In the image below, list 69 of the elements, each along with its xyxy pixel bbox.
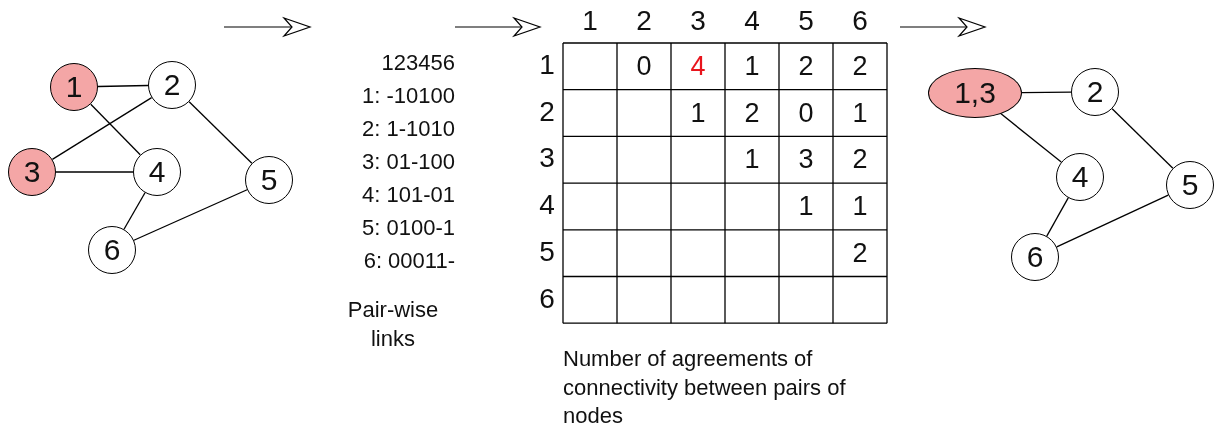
row-header: 4 [539, 191, 555, 220]
matrix-value: 1 [852, 99, 868, 127]
pairwise-link-row: 5: 0100-1 [362, 217, 455, 239]
graph-edge [1056, 194, 1169, 248]
graph-node-circle [88, 226, 136, 274]
graph-edge [133, 189, 248, 241]
node-label: 1,3 [954, 76, 996, 110]
graph-edge [188, 101, 253, 164]
column-header: 6 [852, 7, 868, 35]
matrix-value: 2 [744, 99, 760, 127]
column-header: 4 [744, 7, 760, 35]
graph-node-circle [1071, 68, 1119, 116]
matrix-value: 2 [852, 146, 868, 174]
matrix-value: 2 [852, 53, 868, 80]
graph-node-circle [50, 63, 98, 111]
column-header: 2 [636, 7, 652, 35]
matrix-value: 1 [690, 99, 706, 127]
matrix-value: 1 [744, 53, 760, 80]
pairwise-link-row: 1: -10100 [362, 85, 455, 107]
row-header: 3 [539, 144, 555, 173]
node-label: 5 [1181, 168, 1199, 202]
node-label: 4 [148, 155, 166, 189]
matrix-value: 2 [852, 239, 868, 267]
panel-caption: Pair-wise links [346, 296, 440, 353]
graph-edge [1021, 91, 1072, 94]
matrix-value: 4 [690, 53, 706, 80]
matrix-value: 3 [798, 146, 814, 174]
graph-node-circle [1011, 233, 1059, 281]
pairwise-link-row: 3: 01-100 [362, 151, 455, 173]
pairwise-link-row: 6: 00011- [363, 250, 455, 272]
matrix-caption: Number of agreements of connectivity between pairs of nodes [563, 345, 847, 426]
matrix-value: 1 [798, 193, 814, 221]
matrix-value: 0 [636, 53, 652, 80]
pairwise-link-row: 2: 1-1010 [362, 118, 455, 140]
graph-edge [90, 103, 141, 156]
graph-edge [55, 171, 134, 173]
graph-edge [1046, 197, 1069, 237]
node-label: 2 [163, 68, 181, 102]
graph-node-circle [1056, 153, 1104, 201]
graph-node-circle [8, 148, 56, 196]
graph-edge [1000, 113, 1062, 163]
graph-node-circle [1166, 161, 1214, 209]
column-header: 3 [690, 7, 706, 35]
column-header: 1 [582, 7, 598, 35]
node-label: 3 [23, 155, 41, 189]
graph-node-circle [245, 156, 293, 204]
node-label: 1 [65, 70, 83, 104]
node-label: 6 [1026, 240, 1044, 274]
graph-edge [123, 192, 146, 230]
matrix-value: 1 [852, 193, 868, 221]
graph-edge [97, 84, 149, 88]
graph-edge [51, 97, 153, 160]
column-header: 5 [798, 7, 814, 35]
pairwise-link-row: 4: 101-01 [362, 184, 455, 206]
node-label: 2 [1086, 75, 1104, 109]
graph-edge [1111, 108, 1174, 169]
matrix-value: 2 [798, 53, 814, 80]
row-header: 6 [539, 284, 555, 313]
node-label: 5 [260, 163, 278, 197]
graph-node-circle [148, 61, 196, 109]
row-header: 5 [539, 237, 555, 266]
matrix-value: 1 [744, 146, 760, 174]
row-header: 1 [539, 51, 555, 79]
row-header: 2 [539, 97, 555, 126]
matrix-value: 0 [798, 99, 814, 127]
node-label: 6 [103, 233, 121, 267]
column-index-row: 123456 [381, 52, 455, 74]
node-label: 4 [1071, 160, 1089, 194]
graph-node-circle [133, 148, 181, 196]
